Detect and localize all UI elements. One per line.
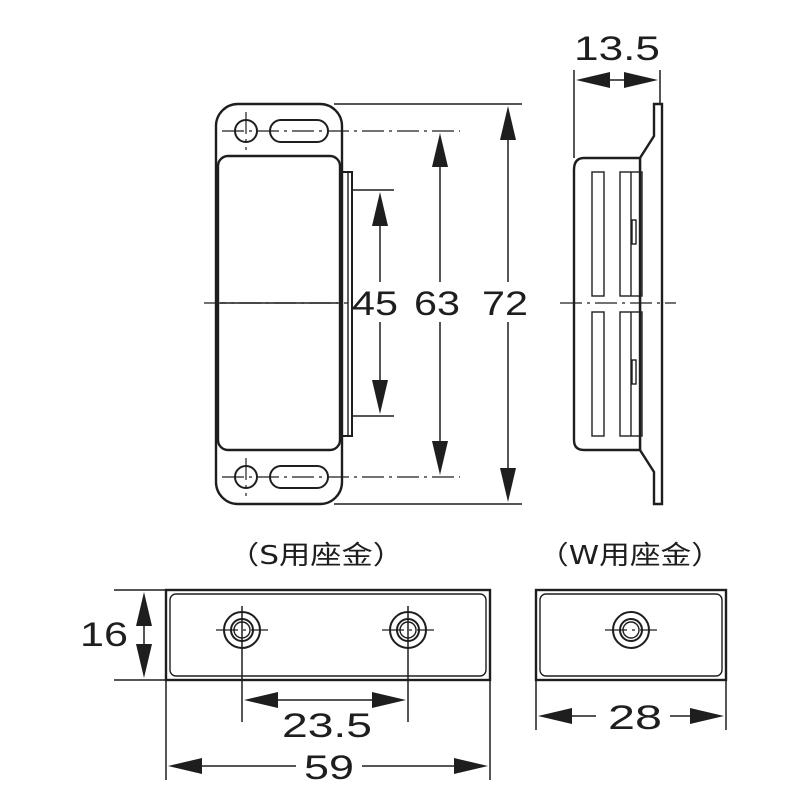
front-view [204, 102, 460, 506]
dim-16-label: 16 [80, 616, 128, 654]
s-plate-label: （S用座金） [228, 541, 404, 571]
s-plate [164, 588, 492, 722]
dim-63-label: 63 [414, 285, 460, 323]
front-view-side-plate [340, 171, 353, 437]
dim-28-label: 28 [608, 699, 662, 737]
w-plate-inner-outline [539, 593, 723, 677]
w-plate [534, 588, 728, 682]
dim-72-label: 72 [482, 285, 528, 323]
s-plate-inner-outline [169, 593, 487, 677]
side-view-upper-slot-left [591, 171, 605, 297]
w-plate-outline [534, 588, 728, 682]
dimension-72 [334, 103, 522, 505]
s-plate-outline [164, 588, 492, 682]
dimension-23-5 [244, 692, 406, 708]
dimension-45 [352, 189, 394, 417]
side-view-mounting-plate [638, 102, 664, 506]
side-view-body [572, 156, 642, 452]
dim-59-label: 59 [304, 749, 354, 787]
dimension-16 [114, 589, 166, 681]
side-view [560, 102, 676, 506]
dimension-59 [165, 680, 491, 780]
dimension-63 [432, 133, 448, 475]
side-view-lower-slot-left [591, 311, 605, 437]
dim-13-5-label: 13.5 [574, 30, 660, 68]
dim-45-label: 45 [352, 285, 398, 323]
dim-23-5-label: 23.5 [282, 707, 372, 745]
w-plate-label: （W用座金） [538, 541, 722, 571]
dimension-28 [535, 680, 727, 730]
dimension-13-5 [573, 70, 661, 158]
